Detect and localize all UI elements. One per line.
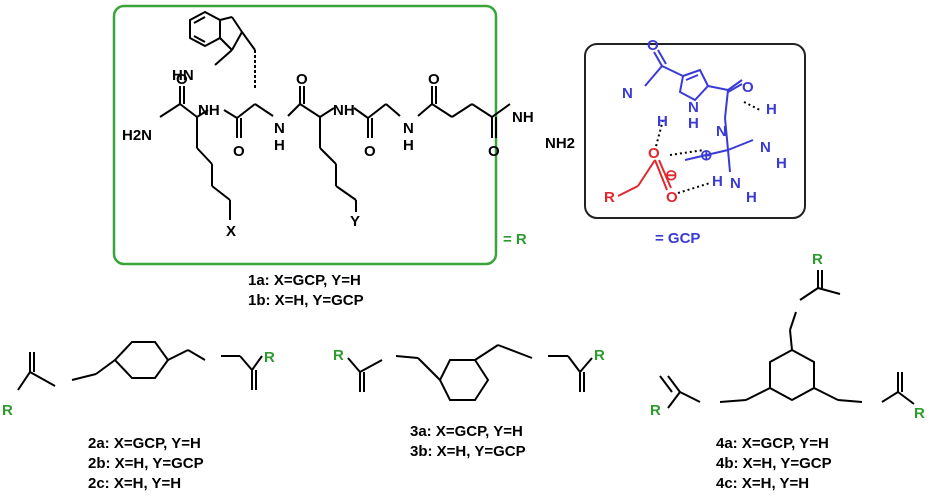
o-label-2: O (233, 143, 245, 160)
o-label-1: O (176, 71, 188, 88)
gcp-bonds (644, 49, 754, 173)
peptide-caption-1b: 1b: X=H, Y=GCP (248, 292, 364, 309)
h2n-label: H2N (122, 127, 152, 144)
gcp-carbonyl-o-label: O (742, 79, 754, 96)
compound-4-caption-4a: 4a: X=GCP, Y=H (716, 435, 829, 452)
gcp-amide-n-label: N (622, 85, 633, 102)
x-label: X (226, 223, 236, 240)
gcp-amino-h2-label: H (712, 173, 723, 190)
o-label-5: O (428, 71, 440, 88)
o-label-4: O (364, 143, 376, 160)
n-label-4: N (403, 120, 414, 137)
compound-2-r-right: R (264, 349, 275, 366)
compound-3: R R 3a: X=GCP, Y=H 3b: X=H, Y=GCP (333, 344, 605, 460)
compound-3-r-right: R (594, 347, 605, 364)
o-label-3: O (296, 71, 308, 88)
gcp-pyrrole-h-label: H (688, 115, 699, 132)
gcp-amide-o-label: O (647, 37, 659, 54)
o-label-6: O (488, 143, 500, 160)
gcp-guanidine-h-label: H (766, 101, 777, 118)
gcp-pyrrole-n-label: N (688, 99, 699, 116)
gcp-acyl-n-label: N (716, 123, 727, 140)
carboxylate-o2-label: O (666, 189, 678, 206)
compound-2-bonds (17, 341, 263, 391)
gcp-guanidine-n-label: N (760, 139, 771, 156)
compound-4: R R R 4a: X=GCP, Y=H 4b: X=H, Y=GCP 4c: … (650, 251, 925, 492)
compound-4-caption-4c: 4c: X=H, Y=H (716, 475, 809, 492)
compound-4-r-right: R (914, 405, 925, 422)
compound-2: R R 2a: X=GCP, Y=H 2b: X=H, Y=GCP 2c: X=… (2, 341, 275, 492)
gcp-panel: O N H N H O N H N H N H ⊕ H O O ⊖ R = GC… (584, 37, 806, 247)
compound-4-bonds (659, 270, 915, 409)
peptide-caption-1a: 1a: X=GCP, Y=H (248, 272, 361, 289)
compound-4-caption-4b: 4b: X=H, Y=GCP (716, 455, 832, 472)
hydrogen-bonds (654, 101, 761, 194)
h-label-2: H (274, 137, 285, 154)
carboxylate-o1-label: O (648, 145, 660, 162)
compound-4-r-top: R (812, 251, 823, 268)
compound-2-caption-2b: 2b: X=H, Y=GCP (88, 455, 204, 472)
gcp-plus-label: ⊕ (700, 147, 713, 164)
n-label-2: N (274, 120, 285, 137)
compound-2-r-left: R (2, 402, 13, 419)
gcp-amino-n-label: N (730, 175, 741, 192)
compound-3-bonds (347, 344, 593, 401)
compound-4-r-left: R (650, 402, 661, 419)
peptide-bonds (159, 10, 511, 220)
compound-2-caption-2c: 2c: X=H, Y=H (88, 475, 181, 492)
carboxylate-minus-label: ⊖ (665, 167, 678, 184)
h-label-4: H (403, 137, 414, 154)
carboxylate-r-label: R (604, 189, 615, 206)
gcp-amino-h-label: H (746, 189, 757, 206)
nh-label-1: NH (198, 102, 220, 119)
y-label: Y (350, 213, 360, 230)
hydrazide-nh-label: NH (512, 109, 534, 126)
peptide-box-frame (112, 4, 498, 266)
equals-r-label: = R (503, 231, 527, 248)
compound-2-caption-2a: 2a: X=GCP, Y=H (88, 435, 201, 452)
gcp-amide-h-label: H (657, 113, 668, 130)
compound-3-caption-3a: 3a: X=GCP, Y=H (410, 423, 523, 440)
equals-gcp-label: = GCP (655, 230, 700, 247)
carboxylate-bonds (617, 159, 672, 197)
compound-3-r-left: R (333, 347, 344, 364)
gcp-box-frame (584, 43, 806, 219)
indole-nh-label: HN (172, 67, 194, 84)
gcp-guanidine-h2-label: H (776, 155, 787, 172)
peptide-panel: HN H2N O NH O N H O NH O N H O O X Y NH … (112, 4, 575, 309)
compound-3-caption-3b: 3b: X=H, Y=GCP (410, 443, 526, 460)
nh-label-3: NH (333, 102, 355, 119)
nh2-label: NH2 (545, 135, 575, 152)
